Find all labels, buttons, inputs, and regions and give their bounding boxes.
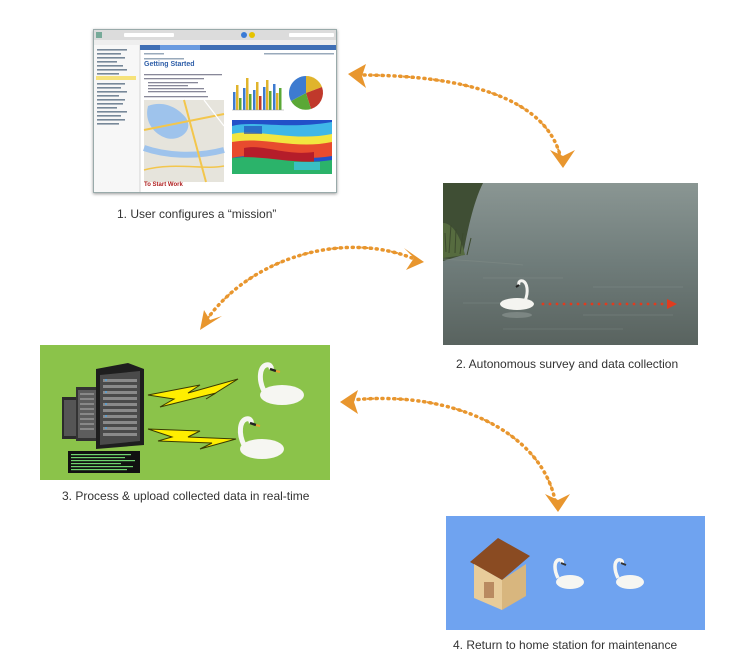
arrowhead-icon xyxy=(348,64,366,88)
arrowhead-icon xyxy=(550,150,575,168)
swan-icon xyxy=(553,558,584,589)
caption-step-1: 1. User configures a “mission” xyxy=(117,207,277,221)
data-processing-panel xyxy=(40,345,330,480)
swan-icon xyxy=(237,416,284,459)
arrowhead-icon xyxy=(545,494,570,512)
server-rack-icon xyxy=(62,363,144,449)
mission-config-screenshot: Getting Started To Start Work xyxy=(93,29,337,193)
arrowhead-icon xyxy=(340,390,358,414)
swan-icon xyxy=(613,558,644,589)
lightning-bolt-icon xyxy=(147,428,237,450)
arrow-3-to-4 xyxy=(350,396,557,502)
caption-step-2: 2. Autonomous survey and data collection xyxy=(456,357,679,371)
footer-title: To Start Work xyxy=(144,182,183,188)
swan-icon xyxy=(257,362,304,405)
swan-icon xyxy=(500,279,534,318)
arrow-1-to-2 xyxy=(356,73,562,157)
page-title: Getting Started xyxy=(144,61,195,68)
arrow-2-to-3 xyxy=(206,245,414,320)
arrowhead-icon xyxy=(404,248,424,270)
house-icon xyxy=(470,538,530,610)
caption-step-4: 4. Return to home station for maintenanc… xyxy=(453,638,678,652)
lightning-bolt-icon xyxy=(147,378,239,408)
caption-step-3: 3. Process & upload collected data in re… xyxy=(62,489,310,503)
arrowhead-icon xyxy=(200,310,222,330)
lake-survey-photo xyxy=(443,183,698,345)
home-station-panel xyxy=(446,516,705,630)
